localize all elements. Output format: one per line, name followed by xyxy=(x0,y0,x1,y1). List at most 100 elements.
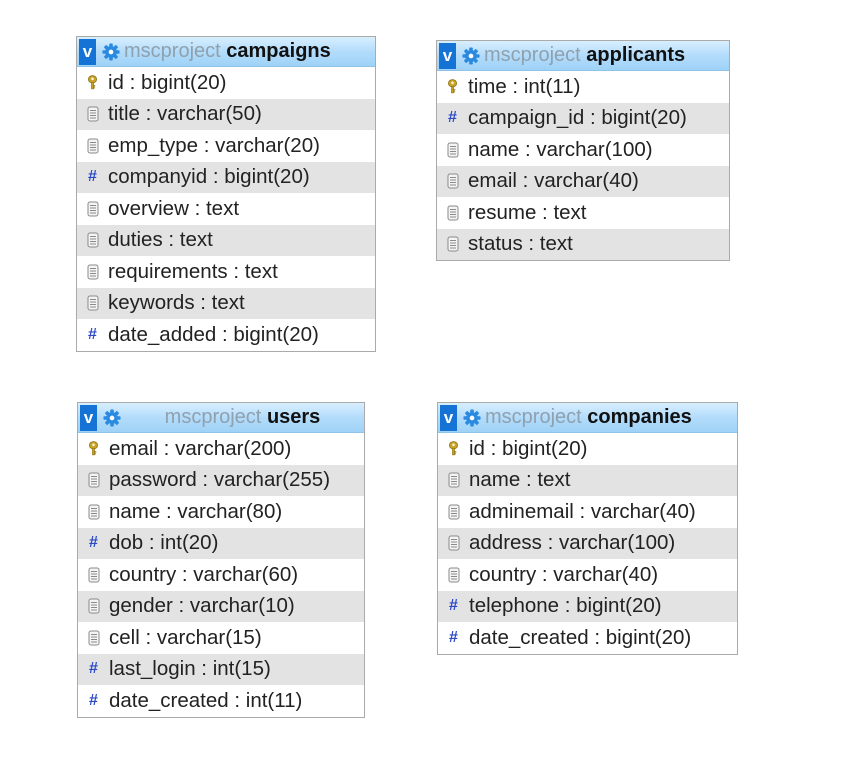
text-column-icon xyxy=(446,471,461,489)
column-row[interactable]: emp_type : varchar(20) xyxy=(77,130,375,162)
column-row[interactable]: password : varchar(255) xyxy=(78,464,364,496)
text-column-icon xyxy=(85,294,100,312)
column-label: date_added : bigint(20) xyxy=(108,322,319,346)
column-row[interactable]: time : int(11) xyxy=(437,71,729,103)
column-list: time : int(11) #campaign_id : bigint(20) n… xyxy=(437,71,729,260)
gear-icon[interactable] xyxy=(102,42,120,61)
column-label: duties : text xyxy=(108,228,213,252)
collapse-toggle-icon[interactable]: v xyxy=(439,42,456,69)
column-label: adminemail : varchar(40) xyxy=(469,499,696,523)
column-label: telephone : bigint(20) xyxy=(469,594,662,618)
gear-icon[interactable] xyxy=(463,408,481,427)
numeric-column-icon: # xyxy=(88,168,97,186)
column-row[interactable]: adminemail : varchar(40) xyxy=(438,496,737,528)
text-column-icon xyxy=(86,566,101,584)
column-label: name : varchar(80) xyxy=(109,499,283,523)
text-column-icon xyxy=(445,172,460,190)
column-label: password : varchar(255) xyxy=(109,468,331,492)
text-column-icon xyxy=(85,137,100,155)
text-column-icon xyxy=(446,503,461,521)
column-row[interactable]: country : varchar(40) xyxy=(438,559,737,591)
column-label: requirements : text xyxy=(108,259,278,283)
column-label: overview : text xyxy=(108,196,240,220)
table-header[interactable]: v mscproject applicants xyxy=(437,41,729,71)
column-row[interactable]: #date_created : int(11) xyxy=(78,685,364,717)
table-header[interactable]: v mscproject users xyxy=(78,403,364,433)
column-row[interactable]: email : varchar(200) xyxy=(78,433,364,465)
column-row[interactable]: country : varchar(60) xyxy=(78,559,364,591)
gear-icon[interactable] xyxy=(462,46,480,65)
column-row[interactable]: requirements : text xyxy=(77,256,375,288)
column-label: dob : int(20) xyxy=(109,531,219,555)
numeric-column-icon: # xyxy=(89,660,98,678)
column-row[interactable]: keywords : text xyxy=(77,287,375,319)
column-label: email : varchar(200) xyxy=(109,436,292,460)
column-row[interactable]: # dob : int(20) xyxy=(78,527,364,559)
column-row[interactable]: # telephone : bigint(20) xyxy=(438,590,737,622)
key-icon xyxy=(86,440,101,458)
column-label: id : bigint(20) xyxy=(108,70,227,94)
column-row[interactable]: gender : varchar(10) xyxy=(78,590,364,622)
column-row[interactable]: #date_created : bigint(20) xyxy=(438,622,737,654)
table-title: mscproject applicants xyxy=(480,44,725,67)
collapse-toggle-icon[interactable]: v xyxy=(79,38,96,65)
numeric-column-icon: # xyxy=(89,534,98,552)
column-label: country : varchar(60) xyxy=(109,562,299,586)
column-label: time : int(11) xyxy=(468,74,581,98)
column-row[interactable]: email : varchar(40) xyxy=(437,165,729,197)
table-title: mscproject users xyxy=(121,406,360,429)
column-row[interactable]: overview : text xyxy=(77,193,375,225)
table-name: users xyxy=(266,406,321,428)
numeric-column-icon: # xyxy=(449,628,458,646)
table-campaigns[interactable]: v mscproject campaigns id : bigint(20) titl… xyxy=(76,36,376,352)
table-name: campaigns xyxy=(226,40,331,62)
column-row[interactable]: name : text xyxy=(438,464,737,496)
column-row[interactable]: name : varchar(80) xyxy=(78,496,364,528)
column-row[interactable]: address : varchar(100) xyxy=(438,527,737,559)
column-row[interactable]: #last_login : int(15) xyxy=(78,653,364,685)
column-label: campaign_id : bigint(20) xyxy=(468,106,687,130)
text-column-icon xyxy=(446,534,461,552)
column-row[interactable]: id : bigint(20) xyxy=(77,67,375,99)
column-row[interactable]: status : text xyxy=(437,228,729,260)
table-users[interactable]: v mscproject users email : varchar(200) pas… xyxy=(77,402,365,718)
column-row[interactable]: # date_added : bigint(20) xyxy=(77,319,375,351)
text-column-icon xyxy=(86,503,101,521)
text-column-icon xyxy=(86,629,101,647)
column-label: name : varchar(100) xyxy=(468,137,653,161)
column-row[interactable]: name : varchar(100) xyxy=(437,134,729,166)
collapse-toggle-icon[interactable]: v xyxy=(80,404,97,431)
table-name: companies xyxy=(587,406,692,428)
numeric-column-icon: # xyxy=(449,597,458,615)
text-column-icon xyxy=(85,105,100,123)
column-list: id : bigint(20) name : text adminemail : v… xyxy=(438,433,737,654)
table-header[interactable]: v mscproject campaigns xyxy=(77,37,375,67)
text-column-icon xyxy=(85,231,100,249)
column-row[interactable]: duties : text xyxy=(77,224,375,256)
column-label: gender : varchar(10) xyxy=(109,594,295,618)
database-name: mscproject xyxy=(124,40,221,62)
key-icon xyxy=(85,74,100,92)
column-label: address : varchar(100) xyxy=(469,531,676,555)
column-row[interactable]: resume : text xyxy=(437,197,729,229)
column-row[interactable]: # companyid : bigint(20) xyxy=(77,161,375,193)
text-column-icon xyxy=(85,200,100,218)
column-row[interactable]: #campaign_id : bigint(20) xyxy=(437,102,729,134)
column-label: name : text xyxy=(469,468,571,492)
column-row[interactable]: title : varchar(50) xyxy=(77,98,375,130)
table-applicants[interactable]: v mscproject applicants time : int(11) #cam… xyxy=(436,40,730,261)
column-row[interactable]: cell : varchar(15) xyxy=(78,622,364,654)
numeric-column-icon: # xyxy=(88,325,97,343)
gear-icon[interactable] xyxy=(103,408,121,427)
column-row[interactable]: id : bigint(20) xyxy=(438,433,737,465)
key-icon xyxy=(445,78,460,96)
column-label: companyid : bigint(20) xyxy=(108,165,310,189)
column-label: id : bigint(20) xyxy=(469,436,588,460)
collapse-toggle-icon[interactable]: v xyxy=(440,404,457,431)
table-title: mscproject campaigns xyxy=(120,40,371,63)
column-label: emp_type : varchar(20) xyxy=(108,133,320,157)
column-list: id : bigint(20) title : varchar(50) emp_ty… xyxy=(77,67,375,351)
column-label: title : varchar(50) xyxy=(108,102,262,126)
